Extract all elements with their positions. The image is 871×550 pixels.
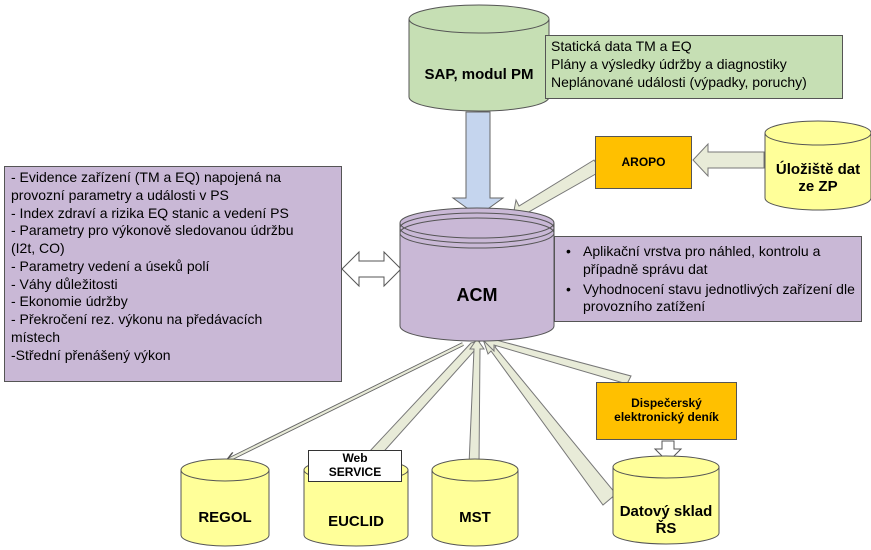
sap_notes-line: Neplánované události (výpadky, poruchy) <box>551 73 807 90</box>
acm-feature-item: Vyhodnocení stavu jednotlivých zařízení … <box>561 281 855 317</box>
left_notes-line: provozní parametry a události v PS <box>11 186 229 203</box>
left_notes-line: - Překročení rez. výkonu na předávacích <box>11 311 263 328</box>
web-service-box[interactable]: Web SERVICE <box>308 450 402 482</box>
datovy-sklad-cylinder[interactable] <box>612 455 720 545</box>
left_notes-line: -Střední přenášený výkon <box>11 346 171 363</box>
acm-parameters-box: - Evidence zařízení (TM a EQ) napojená n… <box>4 166 342 382</box>
left_notes-line: - Ekonomie údržby <box>11 293 128 310</box>
regol-cylinder[interactable] <box>180 458 270 547</box>
euclid-to-acm-arrow <box>368 340 481 459</box>
denik-to-datovy-sklad-arrow <box>653 440 683 463</box>
sap_notes-line: Plány a výsledky údržby a diagnostiky <box>551 55 787 72</box>
sap-to-acm-arrow <box>451 111 505 217</box>
acm-cylinder[interactable] <box>399 207 555 342</box>
left_notes-line: - Parametry pro výkonově sledovanou údrž… <box>11 222 294 239</box>
left_notes-line: - Evidence zařízení (TM a EQ) napojená n… <box>11 169 282 185</box>
left_notes-line: - Váhy důležitosti <box>11 275 118 292</box>
sap-pm-cylinder[interactable] <box>408 4 550 112</box>
aropo-to-acm-arrow <box>512 159 602 220</box>
aropo-box[interactable]: AROPO <box>595 136 692 189</box>
storage-zp-cylinder[interactable] <box>764 120 871 211</box>
acm-features-box: Aplikační vrstva pro náhled, kontrolu a … <box>554 236 862 322</box>
mst-to-acm-arrow <box>468 338 485 466</box>
mst-cylinder[interactable] <box>431 458 519 547</box>
dispecersky-denik-box[interactable]: Dispečerský elektronický deník <box>596 382 737 440</box>
left_notes-line: (I2t, CO) <box>11 240 65 257</box>
acm-feature-item: Aplikační vrstva pro náhled, kontrolu a … <box>561 243 855 279</box>
storage-to-aropo-arrow <box>692 142 765 178</box>
denik-to-acm-arrow <box>483 333 632 385</box>
sap_notes-line: Statická data TM a EQ <box>551 38 692 54</box>
left_notes-line: místech <box>11 328 61 345</box>
left_notes-line: - Parametry vedení a úseků polí <box>11 257 210 274</box>
left_notes-line: - Index zdraví a rizika EQ stanic a vede… <box>11 204 289 221</box>
acm-features-list: Aplikační vrstva pro náhled, kontrolu a … <box>561 243 855 316</box>
acm-left-notes-double-arrow <box>341 250 402 288</box>
